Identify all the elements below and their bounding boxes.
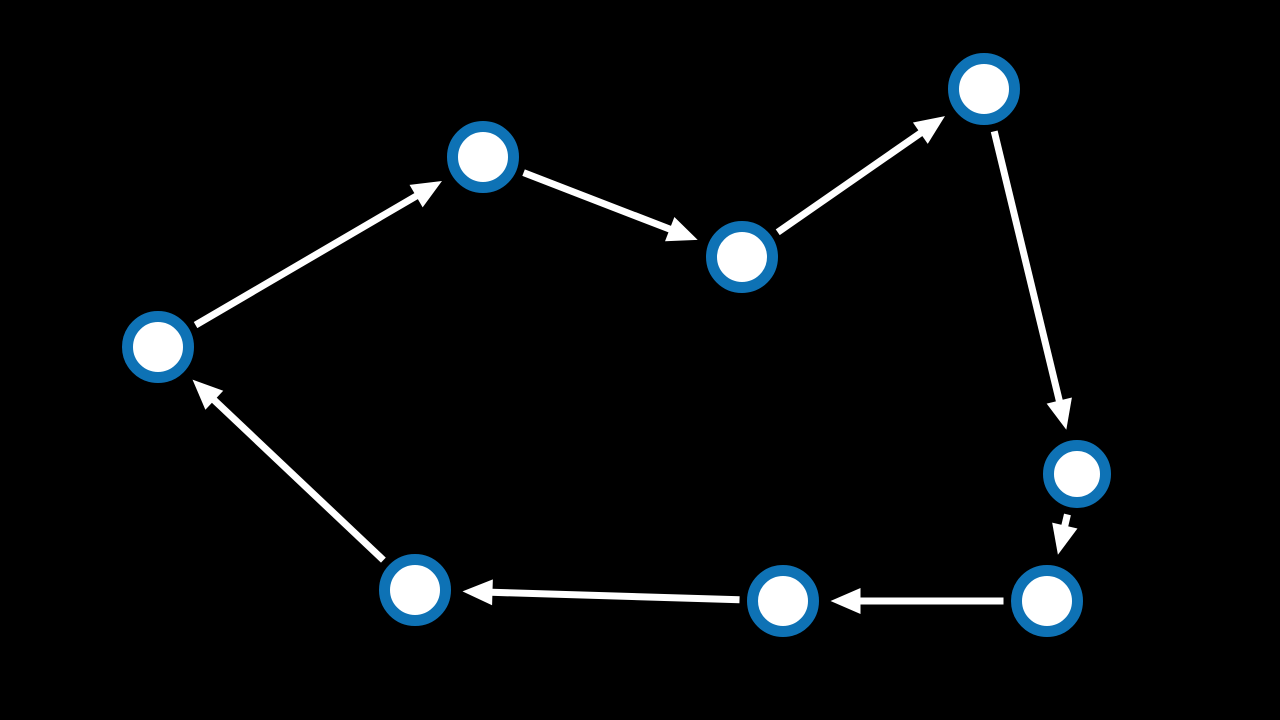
edge-bottom-left-to-left-arrowhead-icon (192, 379, 224, 410)
node-top-right[interactable] (948, 53, 1020, 125)
edge-bottom-center-to-bottom-left-arrowhead-icon (462, 579, 493, 606)
node-top-center[interactable] (706, 221, 778, 293)
edge-bottom-center-to-bottom-left-shaft (487, 588, 740, 604)
node-right-middle-circle-icon[interactable] (1043, 440, 1111, 508)
edge-top-right-to-right-middle-arrowhead-icon (1046, 397, 1072, 430)
node-layer (122, 53, 1111, 637)
edge-top-center-to-top-right-shaft (775, 127, 927, 236)
node-top-center-circle-icon[interactable] (706, 221, 778, 293)
edge-left-to-top-left-shaft (193, 190, 423, 329)
node-bottom-left[interactable] (379, 554, 451, 626)
edge-top-right-to-right-middle-shaft (990, 130, 1064, 407)
edge-right-middle-to-bottom-right[interactable] (1052, 513, 1078, 555)
edge-bottom-right-to-bottom-center-arrowhead-icon (830, 588, 861, 614)
edge-bottom-left-to-left[interactable] (192, 379, 386, 563)
edge-top-center-to-top-right[interactable] (775, 116, 945, 236)
node-bottom-right[interactable] (1011, 565, 1083, 637)
node-bottom-center-circle-icon[interactable] (747, 565, 819, 637)
edge-top-right-to-right-middle[interactable] (990, 130, 1072, 430)
node-bottom-left-circle-icon[interactable] (379, 554, 451, 626)
node-left-circle-icon[interactable] (122, 311, 194, 383)
edge-bottom-right-to-bottom-center[interactable] (830, 588, 1004, 614)
node-bottom-center[interactable] (747, 565, 819, 637)
edge-left-to-top-left[interactable] (193, 180, 442, 329)
edge-bottom-center-to-bottom-left[interactable] (462, 579, 740, 606)
edge-top-left-to-top-center-shaft (522, 169, 676, 235)
node-right-middle[interactable] (1043, 440, 1111, 508)
node-top-left[interactable] (447, 121, 519, 193)
edge-left-to-top-left-arrowhead-icon (409, 180, 442, 208)
node-bottom-right-circle-icon[interactable] (1011, 565, 1083, 637)
edge-top-left-to-top-center-arrowhead-icon (665, 216, 698, 242)
edge-top-center-to-top-right-arrowhead-icon (912, 116, 945, 144)
node-top-left-circle-icon[interactable] (447, 121, 519, 193)
node-top-right-circle-icon[interactable] (948, 53, 1020, 125)
edge-right-middle-to-bottom-right-arrowhead-icon (1052, 522, 1078, 555)
edge-bottom-left-to-left-shaft (208, 394, 386, 563)
edge-top-left-to-top-center[interactable] (522, 169, 698, 242)
node-left[interactable] (122, 311, 194, 383)
edge-layer (192, 116, 1078, 614)
